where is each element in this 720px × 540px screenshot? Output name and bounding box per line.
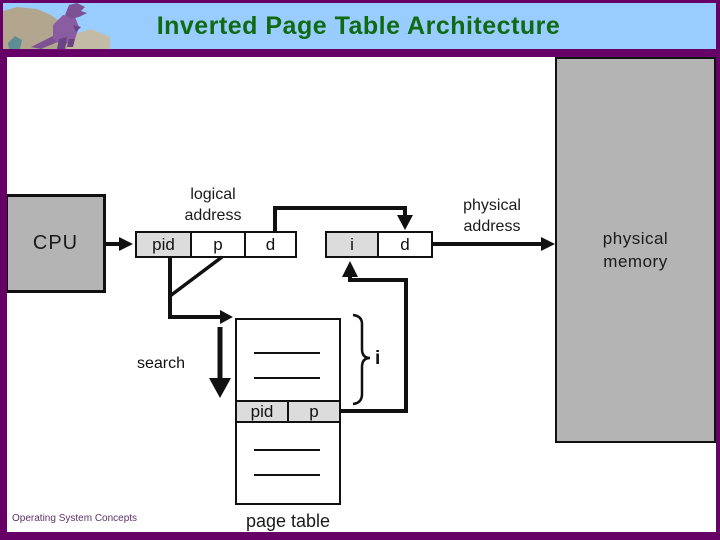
physical-memory-line2: memory (603, 252, 668, 271)
cpu-label: CPU (32, 232, 79, 254)
page-table-caption: page table (245, 511, 331, 531)
slide-border-bottom (0, 532, 720, 540)
page-table-box: pid p (235, 318, 341, 505)
slide-border-right (716, 3, 720, 532)
pid-to-pagetable-connector (168, 256, 221, 319)
slide-border-left (0, 57, 7, 532)
physical-d-cell: d (400, 234, 410, 254)
memory-arrowhead (541, 237, 555, 251)
logical-address-label: logical address (155, 184, 271, 226)
d-to-physical-d-connector (273, 206, 407, 231)
physical-address-line2: address (463, 218, 521, 235)
logical-address-line2: address (184, 207, 242, 224)
logical-d-cell: d (265, 234, 276, 254)
pagetable-to-i-connector (341, 276, 408, 413)
slide-title: Inverted Page Table Architecture (156, 11, 561, 40)
slide-border-header-left (0, 3, 3, 49)
search-down-arrowhead (209, 378, 231, 398)
index-brace (352, 313, 371, 406)
footer-text: Operating System Concepts (12, 513, 138, 524)
header: Inverted Page Table Architecture (0, 3, 717, 49)
pagetable-arrowhead (220, 310, 233, 324)
physical-i-cell: i (327, 233, 379, 256)
page-table-entry-line (254, 474, 320, 476)
logical-address-line1: logical (190, 186, 236, 203)
p-to-pagetable-diagonal (168, 255, 224, 298)
page-table-p-cell: p (309, 401, 319, 421)
page-table-entry-line (254, 377, 320, 379)
header-divider-bar (0, 49, 720, 57)
physical-d-arrowhead (397, 215, 413, 230)
i-up-arrowhead (342, 261, 358, 277)
dinosaur-logo (3, 3, 110, 49)
logical-address-boxes: pid p d (135, 231, 297, 258)
cpu-box: CPU (5, 194, 106, 293)
physical-memory-box: physical memory (555, 57, 716, 443)
physical-memory-line1: physical (602, 229, 669, 248)
cpu-arrowhead (119, 237, 133, 251)
page-table-entry-line (254, 352, 320, 354)
search-label: search (137, 355, 186, 372)
physical-address-label: physical address (437, 195, 547, 237)
page-table-entry-line (254, 449, 320, 451)
physical-address-line1: physical (463, 197, 521, 214)
index-i-label: i (375, 348, 381, 369)
logical-pid-cell: pid (137, 233, 192, 256)
physical-address-boxes: i d (325, 231, 433, 258)
slide-border-top (0, 0, 720, 3)
logical-p-cell: p (192, 233, 246, 256)
page-table-pid-cell: pid (237, 402, 289, 421)
page-table-match-row: pid p (237, 400, 339, 423)
